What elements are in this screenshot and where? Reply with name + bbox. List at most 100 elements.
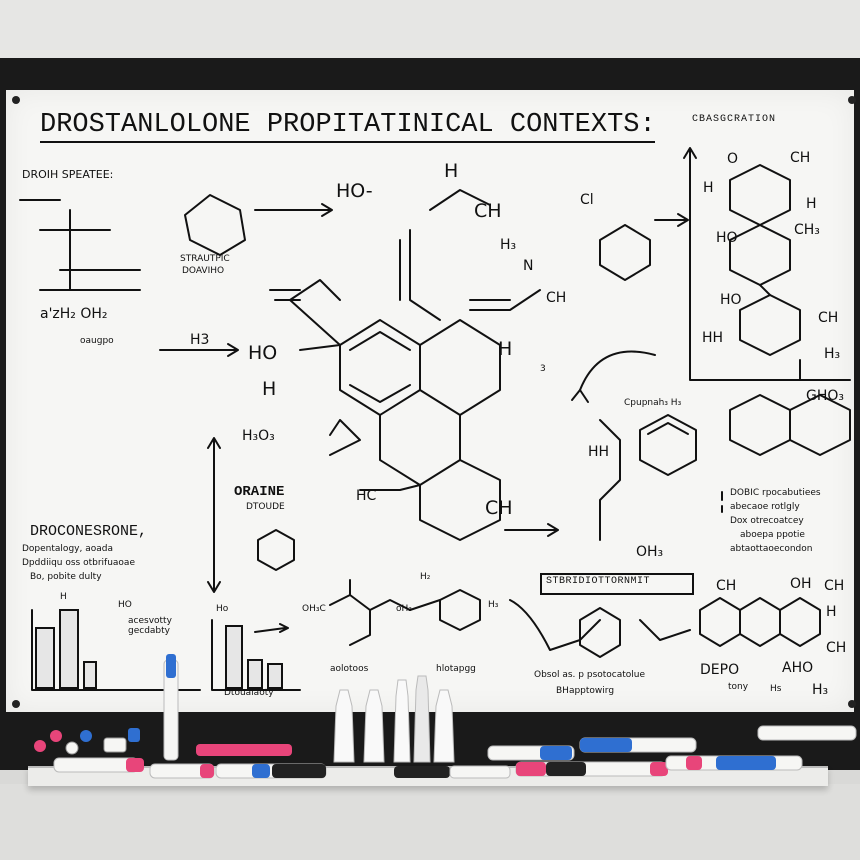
marker-white — [757, 725, 857, 741]
bar-2 — [59, 609, 79, 689]
center-label: H — [444, 160, 459, 182]
bottom-caption: BHapptowirg — [556, 686, 615, 696]
ring-outline — [184, 194, 246, 256]
benzene-inner — [349, 331, 411, 403]
bottom-left-label: H₃ — [488, 600, 499, 610]
bottom-right-label: CH — [824, 578, 845, 594]
marker-blue — [580, 738, 632, 752]
marker-cap — [686, 756, 702, 770]
center-label: H — [498, 338, 513, 360]
ring-label: H — [703, 180, 714, 196]
side-chain — [399, 229, 441, 321]
ring-label: CH — [790, 150, 811, 166]
arrow-head — [254, 623, 289, 633]
magnet-icon — [34, 740, 46, 752]
reaction-arrow — [159, 343, 239, 357]
pin-icon — [12, 700, 20, 708]
center-label: CH — [485, 497, 513, 519]
formula-sub: oaugpo — [80, 336, 114, 346]
right-bullet: abecaoe rotlgly — [730, 502, 800, 512]
title-underline — [40, 141, 655, 143]
ring-outline — [439, 589, 481, 631]
bottom-right-label: tony — [728, 682, 749, 692]
ring-outline — [789, 394, 851, 456]
right-bullet: aboepa ppotie — [740, 530, 805, 540]
oraine-sub: DTOUDE — [246, 502, 285, 512]
side-chain — [289, 279, 341, 351]
h3o3-label: H₃O₃ — [242, 428, 275, 444]
marker-cap — [126, 758, 144, 772]
bottom-caption: Obsol as. p psotocatolue — [534, 670, 646, 680]
ring-outline — [599, 224, 651, 281]
arrow-label: H3 — [190, 332, 210, 348]
left-heading: DROCONESRONE, — [30, 523, 148, 540]
right-bullet: DOBIC rpocabutiees — [730, 488, 821, 498]
wall — [0, 0, 860, 60]
formula-row: a'zH₂ OH₂ — [40, 306, 108, 322]
right-bullet: abtaottaoecondon — [730, 544, 813, 554]
ring-outline — [729, 224, 791, 286]
side-chain — [599, 419, 621, 541]
graph-label: Ho — [216, 604, 229, 614]
reaction-arrow — [504, 523, 559, 537]
bottom-right-label: CH — [826, 640, 847, 656]
ring-outline — [257, 529, 295, 571]
marker-cap — [252, 764, 270, 778]
side-chain — [429, 189, 491, 211]
bottom-left-label: aolotoos — [330, 664, 369, 674]
ring-outline — [419, 319, 501, 416]
bottom-mid-label: oH₃ — [396, 604, 412, 614]
bar-6 — [267, 663, 283, 689]
marker-white — [449, 765, 511, 779]
ring-outline — [419, 459, 501, 541]
bottom-right-label: Hs — [770, 684, 782, 694]
center-label: HC — [356, 488, 377, 504]
magnet-icon — [50, 730, 62, 742]
double-bond — [269, 289, 301, 301]
bottom-left-label: H₂ — [420, 572, 431, 582]
white-bottle — [433, 689, 455, 763]
pin-icon — [848, 96, 856, 104]
side-chain — [329, 419, 361, 456]
curved-line — [509, 599, 601, 651]
whiteboard — [6, 90, 854, 712]
center-label: H — [262, 378, 277, 400]
bracket — [689, 149, 851, 381]
top-left-heading: DROIH SPEATEE: — [22, 168, 114, 181]
bottom-right-label: OH — [790, 576, 812, 592]
bar-3 — [83, 661, 97, 689]
bottom-right-label: H₃ — [812, 682, 829, 698]
arrow-head — [571, 389, 589, 403]
reaction-arrow — [254, 203, 333, 217]
center-label: N — [523, 258, 534, 274]
reaction-arrow — [654, 213, 689, 227]
left-bullet: Dpddiiqu oss otbrifuaoae — [22, 558, 135, 568]
ring-label: CH — [818, 310, 839, 326]
board-title: DROSTANLOLONE PROPITATINICAL CONTEXTS: — [40, 110, 656, 140]
center-label: CH — [546, 290, 567, 306]
bottom-right-label: H — [826, 604, 837, 620]
oraine-label: ORAINE — [234, 484, 285, 500]
marker-black — [546, 762, 586, 776]
marker-black — [394, 766, 450, 778]
bar-5 — [247, 659, 263, 689]
ring-outline — [739, 597, 781, 647]
pin-icon — [12, 96, 20, 104]
white-bottle — [363, 689, 385, 763]
magnet-icon — [103, 737, 127, 753]
marker-pink — [196, 744, 292, 756]
graph-label: HO — [118, 600, 132, 610]
center-label: HO- — [336, 180, 373, 202]
bottom-box-title: STBRIDIOTTORNMIT — [546, 576, 651, 587]
left-bullet: Dopentalogy, aoada — [22, 544, 113, 554]
bottom-left-label: OH₃C — [302, 604, 326, 614]
ring-outline — [729, 164, 791, 226]
double-arrow — [207, 437, 221, 593]
graph-label: H — [60, 592, 67, 602]
marker-cap — [540, 746, 572, 760]
right-bullet: Dox otrecoatcey — [730, 516, 804, 526]
ring-label: CH₃ — [794, 222, 820, 238]
right-box-heading: Cpupnah₃ H₃ — [624, 398, 682, 408]
